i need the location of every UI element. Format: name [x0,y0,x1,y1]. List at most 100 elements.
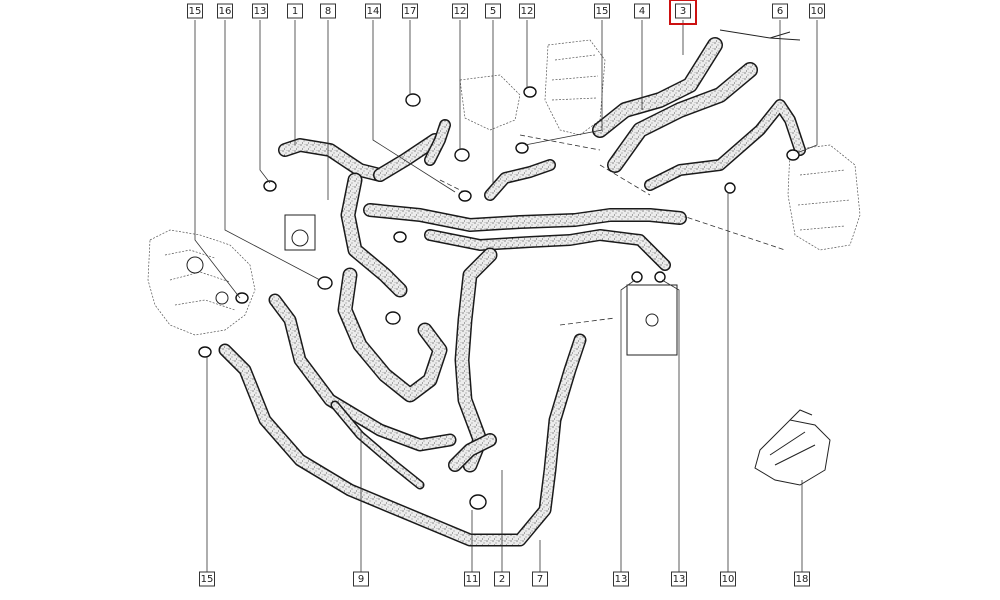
callout-number: 8 [325,6,331,17]
callout-15-top: 15 [187,3,203,19]
callout-box [320,3,336,19]
callout-box [485,3,501,19]
clamp-13-b [631,271,643,283]
clamp-15-b [198,346,212,358]
hose-4 [592,37,723,138]
callout-number: 12 [521,6,534,17]
callout-box [794,571,810,587]
hose-1 [278,138,387,182]
clamp-16 [317,276,333,290]
callout-number: 13 [254,6,267,17]
callout-3: 3 [669,0,697,25]
callout-7: 7 [532,571,548,587]
hose-6 [644,99,806,191]
clamp-12-c [515,142,529,154]
callout-4: 4 [634,3,650,19]
callout-box [720,571,736,587]
callout-13-a: 13 [252,3,268,19]
leader-lines [194,20,818,578]
callout-box [772,3,788,19]
callout-2: 2 [494,571,510,587]
clamp-17 [405,93,421,107]
callout-9: 9 [353,571,369,587]
callout-18: 18 [794,571,810,587]
thermostat-housing-sketch [459,39,606,136]
callout-number: 11 [466,574,479,585]
clamp-10-a [786,149,800,161]
bracket-part-18 [754,409,831,486]
hose-11 [448,433,497,472]
pump-flange-part [284,214,316,251]
clamp-11 [469,494,487,510]
callout-box [217,3,233,19]
hose-5 [484,159,556,201]
hose-15 [218,333,587,547]
callout-13-c: 13 [671,571,687,587]
clamp-13-c [654,271,666,283]
callout-number: 14 [367,6,380,17]
callout-box [532,571,548,587]
callout-1: 1 [287,3,303,19]
callout-box [464,571,480,587]
callout-12-b: 12 [519,3,535,19]
clamp-12-a [454,148,470,162]
callout-10-bottom: 10 [720,571,736,587]
callout-number: 13 [673,574,686,585]
callout-box [353,571,369,587]
callout-8: 8 [320,3,336,19]
callout-5: 5 [485,3,501,19]
hose-8 [340,172,408,298]
callout-number: 1 [292,6,298,17]
callout-box [187,3,203,19]
callout-number: 7 [537,574,543,585]
callout-number: 10 [811,6,824,17]
callout-number: 15 [596,6,609,17]
callout-box [494,571,510,587]
clamp-13-a [263,180,277,192]
callout-14: 14 [365,3,381,19]
callout-number: 15 [201,574,214,585]
hose-upper-small [424,119,451,166]
callout-number: 13 [615,574,628,585]
clamp-15-a [235,292,249,304]
callout-15-bottom: 15 [199,571,215,587]
hose-2 [454,247,498,473]
callout-number: 17 [404,6,417,17]
clamp-mid [385,311,401,325]
callout-box [634,3,650,19]
callout-number: 10 [722,574,735,585]
callout-box [452,3,468,19]
hose-9 [268,293,457,452]
callout-10-top: 10 [809,3,825,19]
clamp-12-d [458,190,472,202]
callout-number: 6 [777,6,783,17]
callout-number: 18 [796,574,809,585]
callout-box [252,3,268,19]
callout-box [594,3,610,19]
callout-11: 11 [464,571,480,587]
callout-15-b: 15 [594,3,610,19]
callout-box [519,3,535,19]
callout-number: 15 [189,6,202,17]
callout-6: 6 [772,3,788,19]
callout-box [671,571,687,587]
callout-number: 5 [490,6,496,17]
callout-12-a: 12 [452,3,468,19]
callout-16: 16 [217,3,233,19]
hose-assemblies [218,37,806,547]
callout-number: 12 [454,6,467,17]
callout-box [365,3,381,19]
pipe-9-rigid [330,400,425,490]
callout-box [402,3,418,19]
engine-block-left-sketch [147,229,256,336]
callout-number: 3 [680,6,686,17]
hose-clamps [198,86,800,510]
callout-number: 16 [219,6,232,17]
expansion-tank-sketch [787,144,861,251]
callout-box [287,3,303,19]
callout-number: 2 [499,574,505,585]
callout-13-b: 13 [613,571,629,587]
hose-manifold [363,203,687,271]
highlight-frame [669,0,697,25]
